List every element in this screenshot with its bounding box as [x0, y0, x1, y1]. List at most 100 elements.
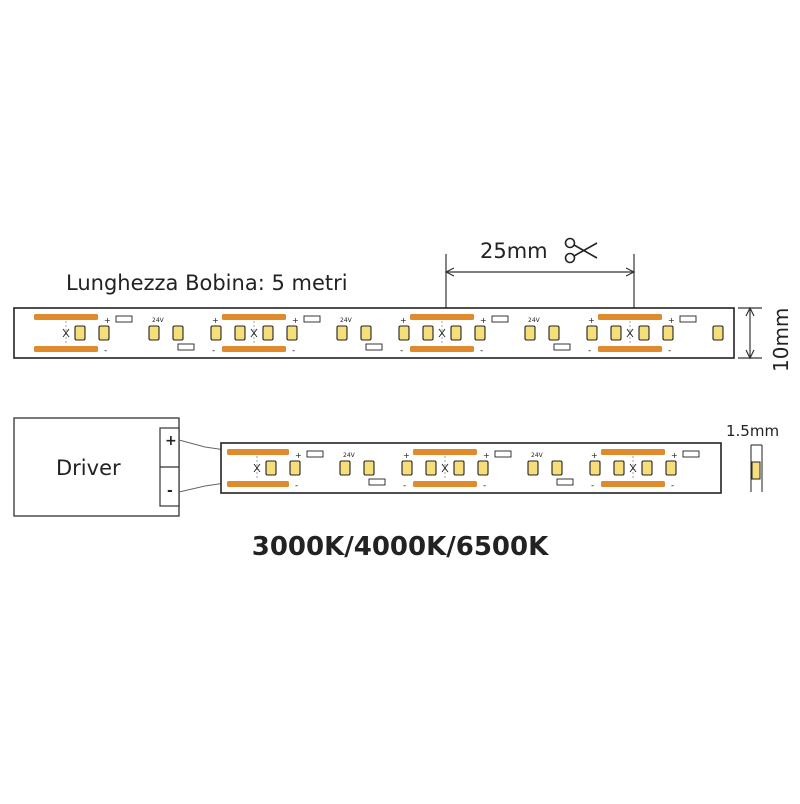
reel-length-label: Lunghezza Bobina: 5 metri: [66, 271, 348, 295]
polarity-plus: +: [292, 316, 299, 325]
led-chip: [477, 460, 489, 476]
resistor: [682, 450, 700, 458]
polarity-plus: +: [591, 451, 598, 460]
cut-mark-icon: [629, 463, 637, 473]
polarity-minus: -: [483, 481, 486, 491]
polarity-plus: +: [400, 316, 407, 325]
resistor: [491, 315, 509, 323]
voltage-label: 24V: [343, 452, 356, 459]
width-dimension: [738, 306, 762, 360]
led-chip: [339, 460, 351, 476]
led-chip: [98, 325, 110, 341]
polarity-plus: +: [668, 316, 675, 325]
resistor: [303, 315, 321, 323]
solder-pad-negative: [413, 481, 477, 487]
led-chip: [524, 325, 536, 341]
bottom-strip-components: +-24V+-+-24V+-+-: [227, 449, 700, 491]
solder-pad-positive: [413, 449, 477, 455]
voltage-label: 24V: [340, 317, 353, 324]
cut-mark-icon: [626, 328, 634, 338]
resistor: [177, 343, 195, 351]
voltage-label: 24V: [528, 317, 541, 324]
cut-interval-dimension: [444, 254, 636, 312]
resistor: [115, 315, 133, 323]
resistor: [365, 343, 383, 351]
solder-pad-positive: [598, 314, 662, 320]
resistor: [679, 315, 697, 323]
led-chip: [234, 325, 246, 341]
polarity-minus: -: [480, 346, 483, 356]
polarity-plus: +: [671, 451, 678, 460]
polarity-minus: -: [403, 481, 406, 491]
led-chip: [172, 325, 184, 341]
driver-minus-terminal: -: [167, 483, 173, 499]
polarity-minus: -: [292, 346, 295, 356]
led-chip: [74, 325, 86, 341]
cut-mark-icon: [62, 328, 70, 338]
width-label: 10mm: [769, 308, 793, 372]
cut-mark-icon: [253, 463, 261, 473]
led-chip: [360, 325, 372, 341]
solder-pad-negative: [34, 346, 98, 352]
polarity-minus: -: [104, 346, 107, 356]
polarity-plus: +: [104, 316, 111, 325]
thickness-dimension: [750, 444, 763, 492]
led-chip: [665, 460, 677, 476]
led-chip: [401, 460, 413, 476]
polarity-plus: +: [588, 316, 595, 325]
resistor: [494, 450, 512, 458]
led-chip: [286, 325, 298, 341]
polarity-plus: +: [483, 451, 490, 460]
led-chip: [586, 325, 598, 341]
led-chip: [336, 325, 348, 341]
resistor: [553, 343, 571, 351]
voltage-label: 24V: [152, 317, 165, 324]
polarity-minus: -: [400, 346, 403, 356]
led-chip: [551, 460, 563, 476]
solder-pad-negative: [227, 481, 289, 487]
driver-box: [13, 417, 180, 517]
solder-pad-positive: [222, 314, 286, 320]
led-chip: [453, 460, 465, 476]
led-chip: [425, 460, 437, 476]
led-chip: [527, 460, 539, 476]
solder-pad-negative: [601, 481, 665, 487]
solder-pad-negative: [222, 346, 286, 352]
led-chip: [589, 460, 601, 476]
cut-mark-icon: [438, 328, 446, 338]
led-chip: [363, 460, 375, 476]
strip-cross-section: [751, 461, 761, 480]
scissors-icon: [564, 237, 598, 264]
polarity-minus: -: [668, 346, 671, 356]
thickness-label: 1.5mm: [726, 422, 779, 440]
solder-pad-negative: [410, 346, 474, 352]
polarity-minus: -: [588, 346, 591, 356]
led-chip: [712, 325, 724, 341]
solder-pad-positive: [34, 314, 98, 320]
solder-pad-positive: [410, 314, 474, 320]
led-chip: [610, 325, 622, 341]
led-chip: [548, 325, 560, 341]
polarity-minus: -: [671, 481, 674, 491]
led-chip: [265, 460, 277, 476]
led-chip: [398, 325, 410, 341]
led-chip: [210, 325, 222, 341]
solder-pad-negative: [598, 346, 662, 352]
led-chip: [638, 325, 650, 341]
polarity-plus: +: [295, 451, 302, 460]
led-chip: [289, 460, 301, 476]
cut-mark-icon: [441, 463, 449, 473]
polarity-plus: +: [212, 316, 219, 325]
led-chip: [422, 325, 434, 341]
led-chip: [474, 325, 486, 341]
solder-pad-positive: [601, 449, 665, 455]
polarity-minus: -: [295, 481, 298, 491]
led-chip: [450, 325, 462, 341]
driver-label: Driver: [56, 456, 121, 480]
top-strip-components: +-24V+-+-24V+-+-24V+-+-: [34, 314, 724, 356]
solder-pad-positive: [227, 449, 289, 455]
polarity-plus: +: [403, 451, 410, 460]
led-chip: [613, 460, 625, 476]
